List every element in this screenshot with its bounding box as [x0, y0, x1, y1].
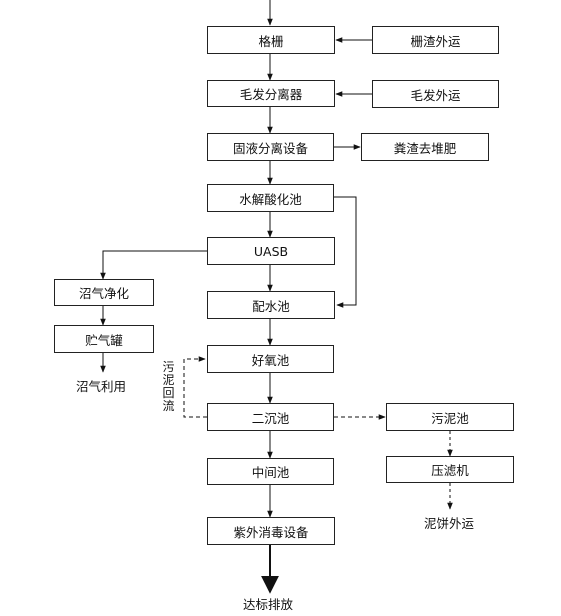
biogas-use-label: 沼气利用 — [76, 379, 127, 394]
sludge-cake-out-label: 泥饼外运 — [424, 516, 475, 531]
grid-box: 格栅 — [207, 26, 335, 54]
hydrolysis-tank-box: 水解酸化池 — [207, 184, 334, 212]
grid-residue-out-box: 栅渣外运 — [372, 26, 499, 54]
aerobic-tank-box: 好氧池 — [207, 345, 334, 373]
filter-press-box: 压滤机 — [386, 456, 514, 483]
secondary-clarifier-box: 二沉池 — [207, 403, 334, 431]
intermediate-tank-box: 中间池 — [207, 458, 334, 485]
manure-compost-box: 粪渣去堆肥 — [361, 133, 489, 161]
sludge-return-label: 污泥回流 — [162, 360, 175, 413]
sludge-tank-box: 污泥池 — [386, 403, 514, 431]
mixing-tank-box: 配水池 — [207, 291, 335, 319]
uv-disinfection-box: 紫外消毒设备 — [207, 517, 335, 545]
solid-liquid-separator-box: 固液分离设备 — [207, 133, 334, 161]
gas-holder-box: 贮气罐 — [54, 325, 154, 353]
biogas-purification-box: 沼气净化 — [54, 279, 154, 306]
arrow-hydrolysis-bypass — [334, 196, 357, 308]
hair-separator-box: 毛发分离器 — [207, 80, 335, 107]
hair-out-box: 毛发外运 — [372, 80, 499, 108]
arrow-sludge-return — [183, 356, 207, 418]
discharge-label: 达标排放 — [243, 597, 294, 612]
arrow-uasb-to-biogas — [100, 250, 207, 280]
uasb-box: UASB — [207, 237, 335, 265]
